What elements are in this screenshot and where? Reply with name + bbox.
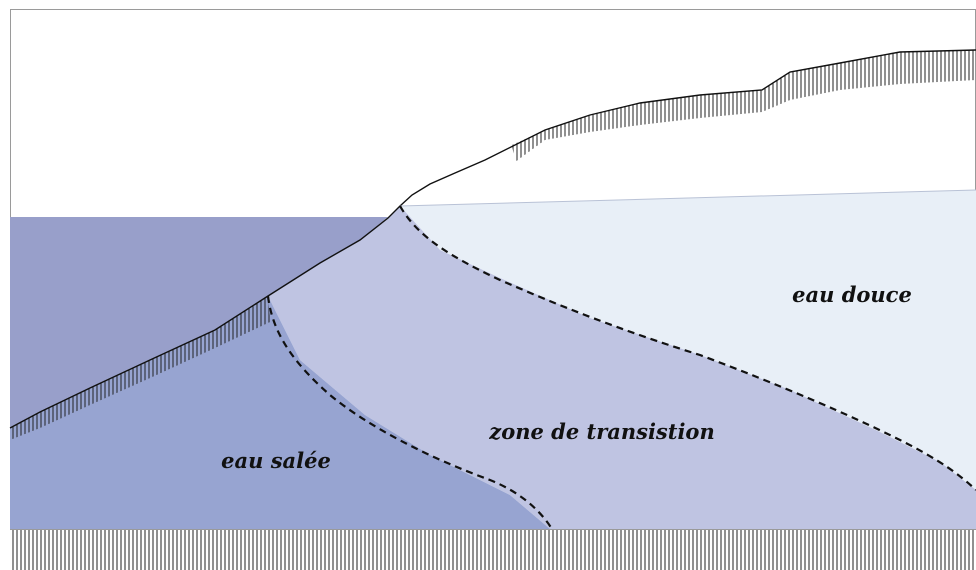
label-fresh-water: eau douce — [792, 282, 912, 307]
transition-zone — [268, 206, 976, 529]
water-table-line — [399, 189, 976, 207]
ground-surface-line — [9, 49, 976, 429]
sea-water — [10, 217, 388, 428]
salt-transition-boundary — [266, 295, 553, 530]
bedrock-hatching — [10, 530, 976, 570]
land-hatching — [512, 50, 976, 162]
salt-water-zone — [10, 296, 550, 529]
label-salt-water: eau salée — [221, 448, 331, 473]
transition-fresh-boundary — [399, 205, 976, 491]
label-transition-zone: zone de transistion — [488, 419, 714, 444]
fresh-water-zone — [400, 190, 976, 490]
seafloor-hatching — [10, 296, 270, 440]
